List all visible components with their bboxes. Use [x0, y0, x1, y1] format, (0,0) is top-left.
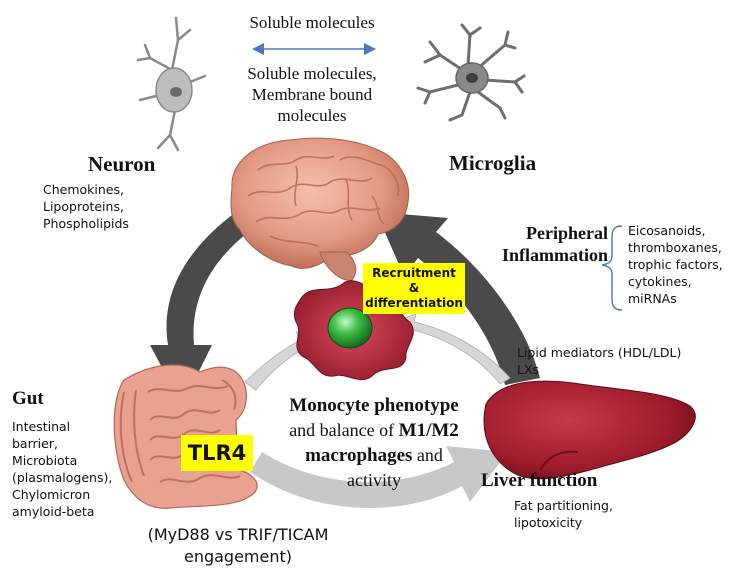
recruitment-line1: Recruitment & [372, 266, 456, 295]
neuron-list: Chemokines, Lipoproteins, Phospholipids [43, 181, 129, 232]
microglia-icon [416, 23, 526, 122]
neuron-title: Neuron [88, 152, 156, 176]
gut-title: Gut [12, 388, 44, 409]
center-line3-a: macrophages [305, 445, 413, 466]
center-line2-b: M1/M2 [398, 420, 459, 441]
top-label-soluble: Soluble molecules [249, 13, 375, 32]
lipid-line1: Lipid mediators (HDL/LDL) [517, 345, 682, 360]
lipid-mediators-label: Lipid mediators (HDL/LDL) LXs [517, 344, 681, 378]
brain-image [230, 137, 410, 281]
microglia-title: Microglia [449, 151, 537, 175]
peripheral-title-line1: Peripheral [526, 223, 608, 243]
top-label-membrane-line3: molecules [277, 106, 347, 125]
top-label-membrane: Soluble molecules, Membrane bound molecu… [192, 63, 432, 126]
peripheral-item: trophic factors, [628, 257, 723, 272]
center-line4: activity [347, 470, 401, 490]
recruitment-line2: differentiation [365, 296, 463, 310]
liver-to-brain-arrow [376, 212, 540, 385]
gut-to-liver-arrow [250, 446, 508, 508]
gut-item: Intestinal [12, 419, 71, 434]
neuron-item: Lipoproteins, [43, 199, 124, 214]
gut-item: amyloid-beta [12, 504, 95, 519]
gut-list: Intestinal barrier, Microbiota (plasmalo… [12, 418, 112, 520]
center-line2-a: and balance of [289, 420, 399, 440]
center-line3: macrophages and [259, 443, 489, 468]
liver-image [483, 380, 696, 480]
gut-item: (plasmalogens), [12, 470, 113, 485]
recruitment-label: Recruitment & differentiation [363, 263, 465, 314]
peripheral-title: Peripheral Inflammation [488, 222, 608, 266]
neuron-item: Phospholipids [43, 216, 129, 231]
center-line2: and balance of M1/M2 [259, 418, 489, 443]
peripheral-bracket [601, 225, 623, 311]
peripheral-list: Eicosanoids, thromboxanes, trophic facto… [628, 222, 723, 307]
bottom-label: (MyD88 vs TRIF/TICAM engagement) [118, 524, 358, 568]
center-line3-b: and [412, 445, 443, 465]
liver-title: Liver function [481, 470, 598, 491]
peripheral-item: Eicosanoids, [628, 223, 706, 238]
peripheral-title-line2: Inflammation [501, 245, 608, 265]
brain-to-gut-arrow [150, 212, 254, 405]
liver-item: lipotoxicity [514, 515, 583, 530]
peripheral-item: thromboxanes, [628, 240, 722, 255]
bottom-line2: engagement) [183, 547, 293, 566]
liver-list: Fat partitioning, lipotoxicity [514, 497, 613, 531]
gut-item: Microbiota [12, 453, 78, 468]
bottom-line1: (MyD88 vs TRIF/TICAM [147, 525, 329, 544]
gut-item: Chylomicron [12, 487, 91, 502]
center-line1-text: Monocyte phenotype [289, 395, 459, 416]
peripheral-item: cytokines, [628, 274, 692, 289]
gut-item: barrier, [12, 436, 58, 451]
top-label-membrane-line2: Membrane bound [251, 85, 373, 104]
tlr4-label: TLR4 [181, 435, 253, 471]
center-text: Monocyte phenotype and balance of M1/M2 … [259, 393, 489, 492]
neuron-item: Chemokines, [43, 182, 124, 197]
peripheral-item: miRNAs [628, 291, 677, 306]
center-line1: Monocyte phenotype [259, 393, 489, 418]
liver-item: Fat partitioning, [514, 498, 613, 513]
top-label-membrane-line1: Soluble molecules, [247, 64, 377, 83]
lipid-line2: LXs [517, 362, 540, 377]
neuron-icon [136, 16, 207, 152]
